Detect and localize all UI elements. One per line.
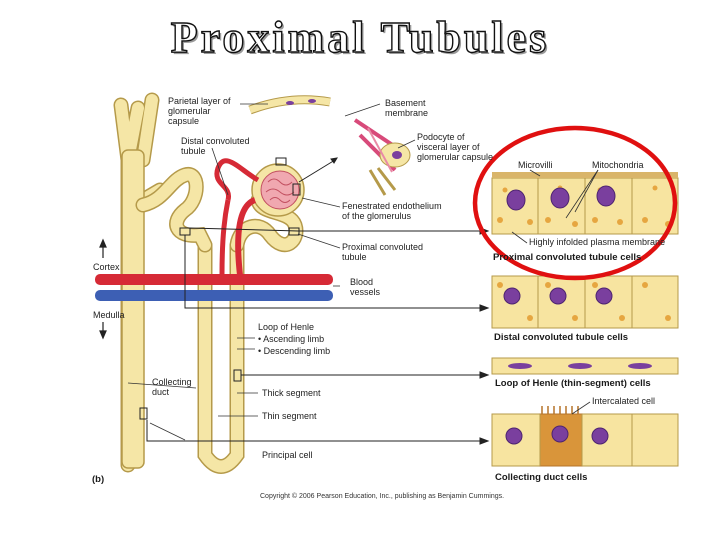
intercalated-label: Intercalated cell xyxy=(592,396,655,406)
medulla-label: Medulla xyxy=(93,310,125,320)
mitochondria-label: Mitochondria xyxy=(592,160,644,170)
pct-label-1: Proximal convoluted xyxy=(342,242,423,252)
basement-label-1: Basement xyxy=(385,98,426,108)
loop-of-henle xyxy=(197,245,245,474)
panel-arrows xyxy=(146,157,490,445)
svg-text:glomerular: glomerular xyxy=(168,106,211,116)
podocyte-label-1: Podocyte of xyxy=(417,132,465,142)
collecting-label-2: duct xyxy=(152,387,170,397)
part-label: (b) xyxy=(92,474,104,485)
capsule-detail xyxy=(248,95,411,196)
ascending-label: • Ascending limb xyxy=(258,334,324,344)
henle-label: Loop of Henle xyxy=(258,322,314,332)
region-arrows xyxy=(99,238,107,340)
dct-cells-title: Distal convoluted tubule cells xyxy=(494,332,628,343)
microvilli-label: Microvilli xyxy=(518,160,553,170)
highlight-circle xyxy=(472,125,678,281)
parietal-label-2: glomerular xyxy=(168,106,211,116)
parietal-label-1: Parietal layer of xyxy=(168,96,231,106)
collecting-label-1: Collecting xyxy=(152,377,192,387)
dct-label-2: tubule xyxy=(181,146,206,156)
labels: Parietal layer of glomerular capsule Bas… xyxy=(92,96,665,500)
thin-label: Thin segment xyxy=(262,411,317,421)
distal-convoluted-tubule xyxy=(135,167,213,253)
basement-label-2: membrane xyxy=(385,108,428,118)
collecting-duct xyxy=(113,92,168,473)
cd-cells-title: Collecting duct cells xyxy=(495,472,587,483)
podocyte-label-2: visceral layer of xyxy=(417,142,480,152)
copyright-text: Copyright © 2006 Pearson Education, Inc.… xyxy=(260,492,504,500)
fenestrated-label-1: Fenestrated endothelium xyxy=(342,201,442,211)
thick-label: Thick segment xyxy=(262,388,321,398)
panel-leaders xyxy=(511,169,599,415)
henle-cells-title: Loop of Henle (thin-segment) cells xyxy=(495,378,651,389)
henle-cells-panel xyxy=(491,357,679,375)
blood-vessels xyxy=(95,274,333,301)
blood-label-2: vessels xyxy=(350,287,381,297)
pct-cells-panel xyxy=(491,172,679,235)
podocyte-label-3: glomerular capsule xyxy=(417,152,493,162)
cortex-label: Cortex xyxy=(93,262,120,272)
parietal-label-3: capsule xyxy=(168,116,199,126)
slide-title: Proximal Tubules xyxy=(170,12,550,62)
infolded-label: Highly infolded plasma membrane xyxy=(529,237,665,247)
svg-text:Parietal layer of: Parietal layer of xyxy=(168,96,231,106)
descending-label: • Descending limb xyxy=(258,346,330,356)
pct-cells-title: Proximal convoluted tubule cells xyxy=(493,252,641,263)
fenestrated-label-2: of the glomerulus xyxy=(342,211,412,221)
glomerulus xyxy=(214,158,305,276)
dct-label-1: Distal convoluted xyxy=(181,136,250,146)
blood-label-1: Blood xyxy=(350,277,373,287)
leader-lines xyxy=(127,103,416,441)
dct-cells-panel xyxy=(491,275,679,329)
pct-label-2: tubule xyxy=(342,252,367,262)
principal-label: Principal cell xyxy=(262,450,313,460)
svg-text:capsule: capsule xyxy=(168,116,199,126)
collecting-duct-cells-panel xyxy=(491,406,679,467)
